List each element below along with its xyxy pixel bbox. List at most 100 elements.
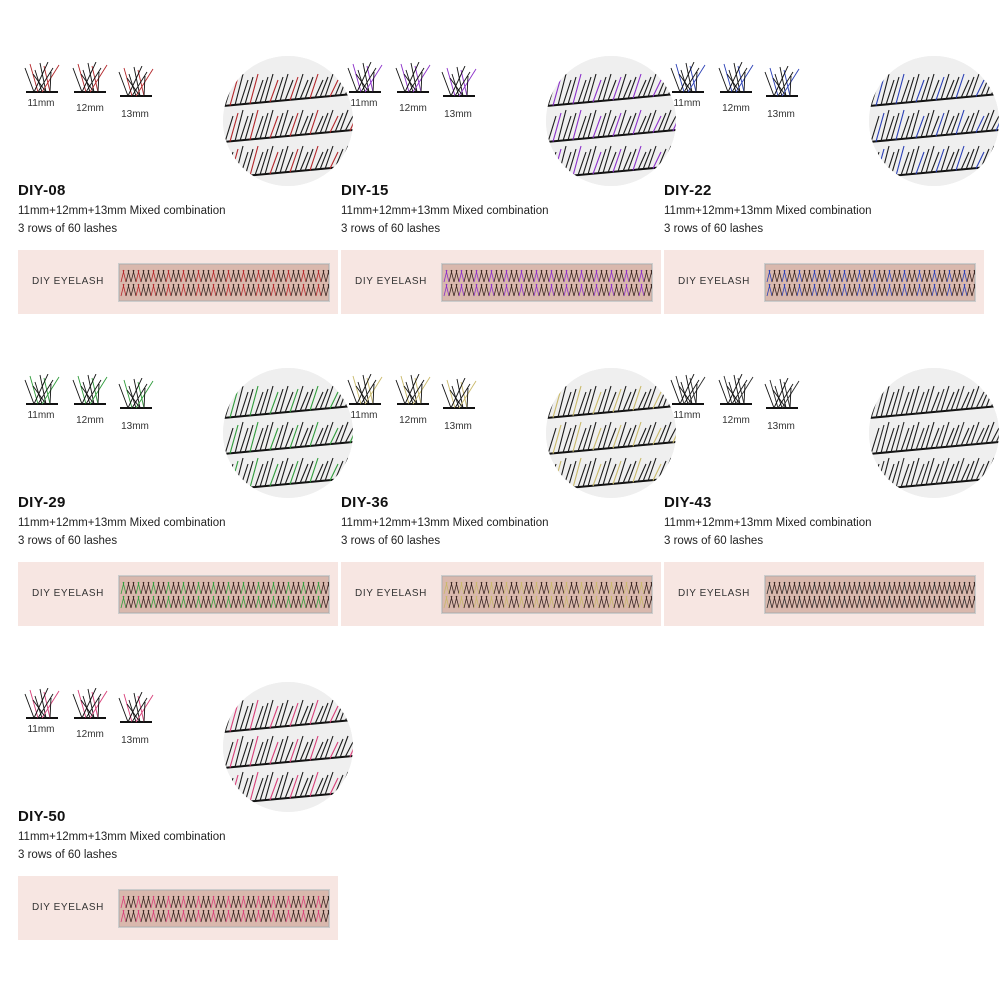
lash-cluster-icon: [716, 374, 756, 408]
product-rows: 3 rows of 60 lashes: [18, 223, 118, 235]
product-description: 11mm+12mm+13mm Mixed combination: [18, 517, 226, 529]
box-label: DIY EYELASH: [32, 276, 105, 287]
product-description: 11mm+12mm+13mm Mixed combination: [341, 517, 549, 529]
lash-closeup-image: [869, 56, 999, 186]
size-label: 12mm: [76, 729, 104, 740]
size-samples: 11mm 12mm 13mm: [18, 372, 218, 442]
product-model: DIY-50: [18, 808, 66, 825]
lash-cluster-icon: [70, 688, 110, 722]
size-label: 13mm: [767, 109, 795, 120]
lash-closeup-image: [223, 682, 353, 812]
product-rows: 3 rows of 60 lashes: [341, 535, 441, 547]
lash-tray: [441, 263, 653, 302]
product-rows: 3 rows of 60 lashes: [18, 535, 118, 547]
box-label: DIY EYELASH: [678, 276, 751, 287]
eyelash-box-image: DIY EYELASH: [18, 876, 338, 940]
product-description: 11mm+12mm+13mm Mixed combination: [664, 205, 872, 217]
lash-closeup-image: [223, 368, 353, 498]
lash-cluster-icon: [70, 62, 110, 96]
product-card: 11mm 12mm 13mm DIY-29 11mm+12mm+13mm Mix…: [18, 312, 353, 626]
size-label: 12mm: [76, 415, 104, 426]
product-rows: 3 rows of 60 lashes: [664, 223, 764, 235]
product-model: DIY-15: [341, 182, 389, 199]
eyelash-box-image: DIY EYELASH: [18, 250, 338, 314]
product-card: 11mm 12mm 13mm DIY-15 11mm+12mm+13mm Mix…: [341, 0, 676, 314]
lash-cluster-icon: [116, 378, 156, 412]
size-label: 12mm: [399, 103, 427, 114]
product-model: DIY-29: [18, 494, 66, 511]
lash-tray: [764, 263, 976, 302]
size-samples: 11mm 12mm 13mm: [341, 372, 541, 442]
size-label: 11mm: [27, 98, 55, 109]
product-card: 11mm 12mm 13mm DIY-50 11mm+12mm+13mm Mix…: [18, 626, 353, 940]
lash-cluster-icon: [668, 374, 708, 408]
product-description: 11mm+12mm+13mm Mixed combination: [18, 831, 226, 843]
lash-closeup-image: [869, 368, 999, 498]
lash-cluster-icon: [22, 62, 62, 96]
box-label: DIY EYELASH: [355, 588, 428, 599]
eyelash-box-image: DIY EYELASH: [341, 250, 661, 314]
lash-cluster-icon: [393, 62, 433, 96]
product-card: 11mm 12mm 13mm DIY-22 11mm+12mm+13mm Mix…: [664, 0, 999, 314]
lash-cluster-icon: [716, 62, 756, 96]
size-label: 13mm: [767, 421, 795, 432]
size-label: 12mm: [76, 103, 104, 114]
size-samples: 11mm 12mm 13mm: [664, 372, 864, 442]
product-model: DIY-22: [664, 182, 712, 199]
product-card: 11mm 12mm 13mm DIY-08 11mm+12mm+13mm Mix…: [18, 0, 353, 314]
size-label: 11mm: [27, 410, 55, 421]
lash-cluster-icon: [22, 688, 62, 722]
size-samples: 11mm 12mm 13mm: [341, 60, 541, 130]
product-rows: 3 rows of 60 lashes: [18, 849, 118, 861]
eyelash-box-image: DIY EYELASH: [664, 562, 984, 626]
product-card: 11mm 12mm 13mm DIY-43 11mm+12mm+13mm Mix…: [664, 312, 999, 626]
lash-cluster-icon: [668, 62, 708, 96]
product-model: DIY-36: [341, 494, 389, 511]
lash-cluster-icon: [345, 62, 385, 96]
product-rows: 3 rows of 60 lashes: [664, 535, 764, 547]
lash-cluster-icon: [762, 378, 802, 412]
lash-cluster-icon: [70, 374, 110, 408]
lash-cluster-icon: [22, 374, 62, 408]
size-samples: 11mm 12mm 13mm: [18, 686, 218, 756]
size-label: 13mm: [121, 421, 149, 432]
lash-tray: [118, 889, 330, 928]
product-description: 11mm+12mm+13mm Mixed combination: [18, 205, 226, 217]
eyelash-box-image: DIY EYELASH: [341, 562, 661, 626]
size-samples: 11mm 12mm 13mm: [18, 60, 218, 130]
box-label: DIY EYELASH: [678, 588, 751, 599]
lash-cluster-icon: [393, 374, 433, 408]
product-description: 11mm+12mm+13mm Mixed combination: [341, 205, 549, 217]
size-label: 12mm: [399, 415, 427, 426]
size-label: 13mm: [444, 421, 472, 432]
lash-tray: [441, 575, 653, 614]
size-label: 11mm: [350, 410, 378, 421]
size-label: 13mm: [121, 109, 149, 120]
size-label: 11mm: [673, 98, 701, 109]
product-description: 11mm+12mm+13mm Mixed combination: [664, 517, 872, 529]
lash-cluster-icon: [345, 374, 385, 408]
lash-closeup-image: [546, 56, 676, 186]
size-label: 12mm: [722, 103, 750, 114]
lash-tray: [118, 575, 330, 614]
lash-cluster-icon: [439, 378, 479, 412]
product-rows: 3 rows of 60 lashes: [341, 223, 441, 235]
size-label: 11mm: [673, 410, 701, 421]
product-card: 11mm 12mm 13mm DIY-36 11mm+12mm+13mm Mix…: [341, 312, 676, 626]
lash-cluster-icon: [116, 692, 156, 726]
size-label: 12mm: [722, 415, 750, 426]
size-label: 13mm: [121, 735, 149, 746]
eyelash-box-image: DIY EYELASH: [664, 250, 984, 314]
box-label: DIY EYELASH: [32, 902, 105, 913]
product-model: DIY-43: [664, 494, 712, 511]
product-model: DIY-08: [18, 182, 66, 199]
lash-tray: [118, 263, 330, 302]
size-label: 11mm: [27, 724, 55, 735]
lash-closeup-image: [546, 368, 676, 498]
box-label: DIY EYELASH: [32, 588, 105, 599]
eyelash-box-image: DIY EYELASH: [18, 562, 338, 626]
lash-cluster-icon: [116, 66, 156, 100]
size-label: 13mm: [444, 109, 472, 120]
lash-closeup-image: [223, 56, 353, 186]
lash-cluster-icon: [439, 66, 479, 100]
